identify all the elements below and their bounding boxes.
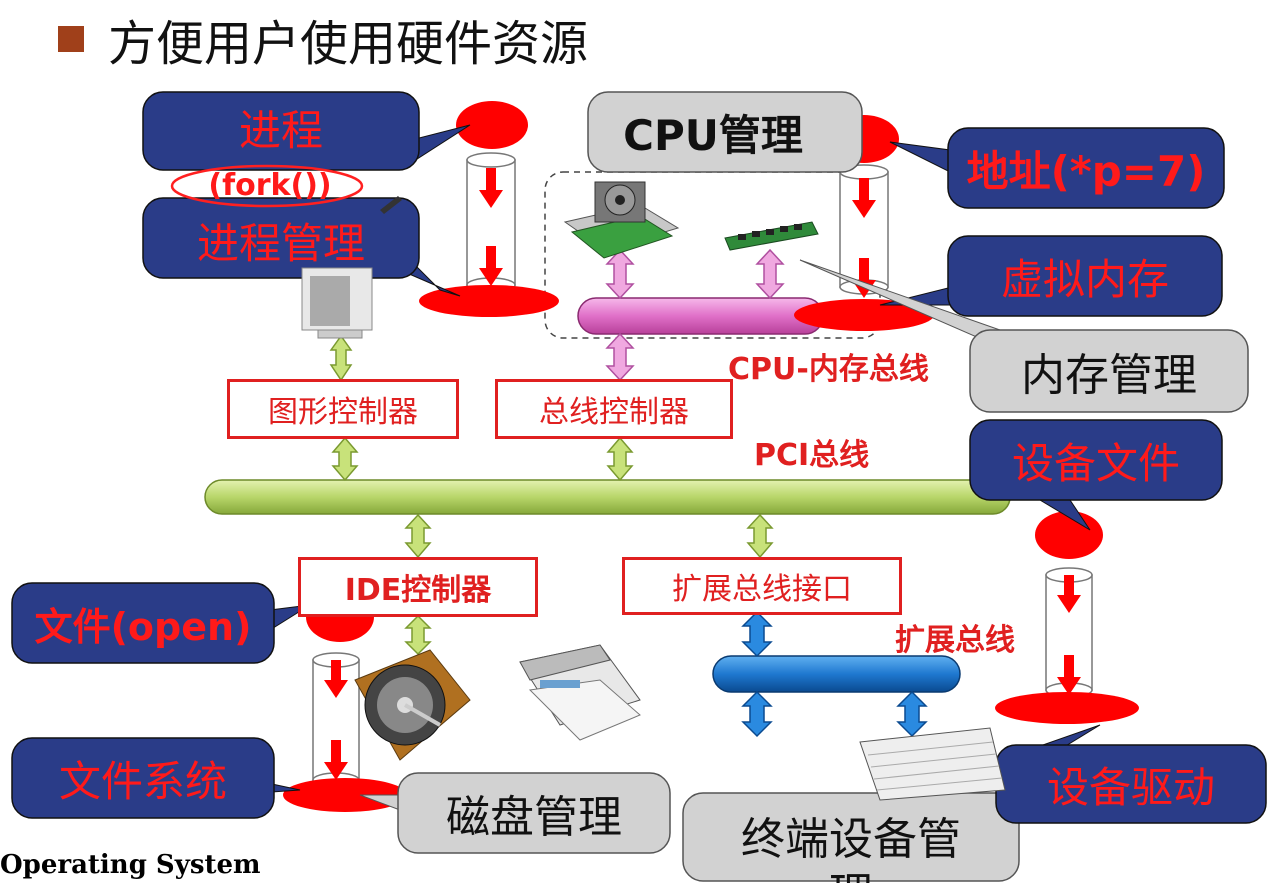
page-title: 方便用户使用硬件资源: [108, 16, 589, 72]
callout-file-system-text: 文件系统: [58, 756, 227, 806]
callout-disk-mgmt-text: 磁盘管理: [446, 792, 622, 843]
callout-process-mgmt-text: 进程管理: [196, 218, 365, 268]
callout-file-open-text: 文件(open): [34, 604, 252, 649]
callout-virtual-mem-text: 虚拟内存: [1000, 254, 1169, 304]
printer-icon: [519, 644, 641, 741]
arrow-cpu-bus: [605, 248, 635, 300]
footer-text: Operating System: [0, 850, 261, 880]
callout-mem-mgmt: [969, 329, 1249, 413]
cpu-memory-bus: [577, 297, 824, 335]
cpu-icon: [563, 181, 680, 259]
callout-mem-mgmt-text: 内存管理: [1021, 350, 1197, 401]
arrow-expbus-printer: [741, 690, 773, 738]
callout-terminal-mgmt: [682, 792, 1020, 882]
callout-process: [142, 91, 420, 171]
arrow-bus-buscontroller: [605, 332, 635, 382]
callout-fork-text: (fork()): [208, 167, 332, 203]
callout-address: [947, 127, 1225, 209]
callout-cpu-mgmt: [587, 91, 863, 173]
monitor-icon: [301, 267, 373, 339]
arrow-buscontroller-pci: [606, 436, 634, 482]
pci-bus-label: PCI总线: [754, 438, 870, 473]
pencil-icon: [380, 196, 402, 214]
title-bullet: [58, 26, 84, 52]
graphics-controller-box: 图形控制器: [227, 379, 459, 439]
callout-file-system: [11, 737, 275, 819]
pink-arrows: [605, 248, 785, 382]
callout-terminal-mgmt-text-2: 理: [683, 858, 1019, 883]
callout-bodies: [11, 91, 1267, 882]
callout-terminal-mgmt-text: 终端设备管: [741, 814, 961, 865]
arrow-expbus-keyboard: [896, 690, 928, 738]
callout-process-mgmt: [142, 197, 420, 279]
arrow-pci-expansion: [746, 513, 774, 559]
callout-process-text: 进程: [238, 105, 323, 155]
expansion-bus-label: 扩展总线: [895, 623, 1015, 658]
arrow-expif-expbus: [741, 610, 773, 658]
green-arrows: [329, 334, 774, 656]
arrow-mem-bus: [755, 248, 785, 300]
callout-file-open: [11, 582, 275, 664]
callout-device-driver-text: 设备驱动: [1046, 762, 1215, 812]
hard-disk-icon: [354, 649, 471, 761]
expansion-bus-interface-box: 扩展总线接口: [622, 557, 902, 615]
callout-address-text: 地址(*p=7): [966, 146, 1206, 196]
callout-device-file-text: 设备文件: [1011, 438, 1180, 488]
blue-arrows: [741, 610, 928, 738]
arrow-ide-disk: [404, 614, 432, 656]
fork-highlight: [170, 164, 364, 208]
arrow-graphics-pci: [331, 436, 359, 482]
memory-module-icon: [724, 221, 819, 251]
expansion-bus: [712, 655, 961, 693]
ide-controller-box: IDE控制器: [298, 557, 538, 617]
bus-controller-box: 总线控制器: [495, 379, 733, 439]
cpu-memory-bus-label: CPU-内存总线: [728, 352, 929, 387]
callout-device-file: [969, 419, 1223, 501]
pci-bus: [204, 479, 1011, 515]
arrow-monitor-graphics: [329, 334, 353, 382]
callout-disk-mgmt: [397, 772, 671, 854]
keyboard-icon: [859, 727, 1006, 801]
arrow-pci-ide: [404, 513, 432, 559]
callout-cpu-mgmt-text: CPU管理: [623, 110, 803, 160]
callout-virtual-mem: [947, 235, 1223, 317]
red-ellipses: [283, 101, 1139, 812]
